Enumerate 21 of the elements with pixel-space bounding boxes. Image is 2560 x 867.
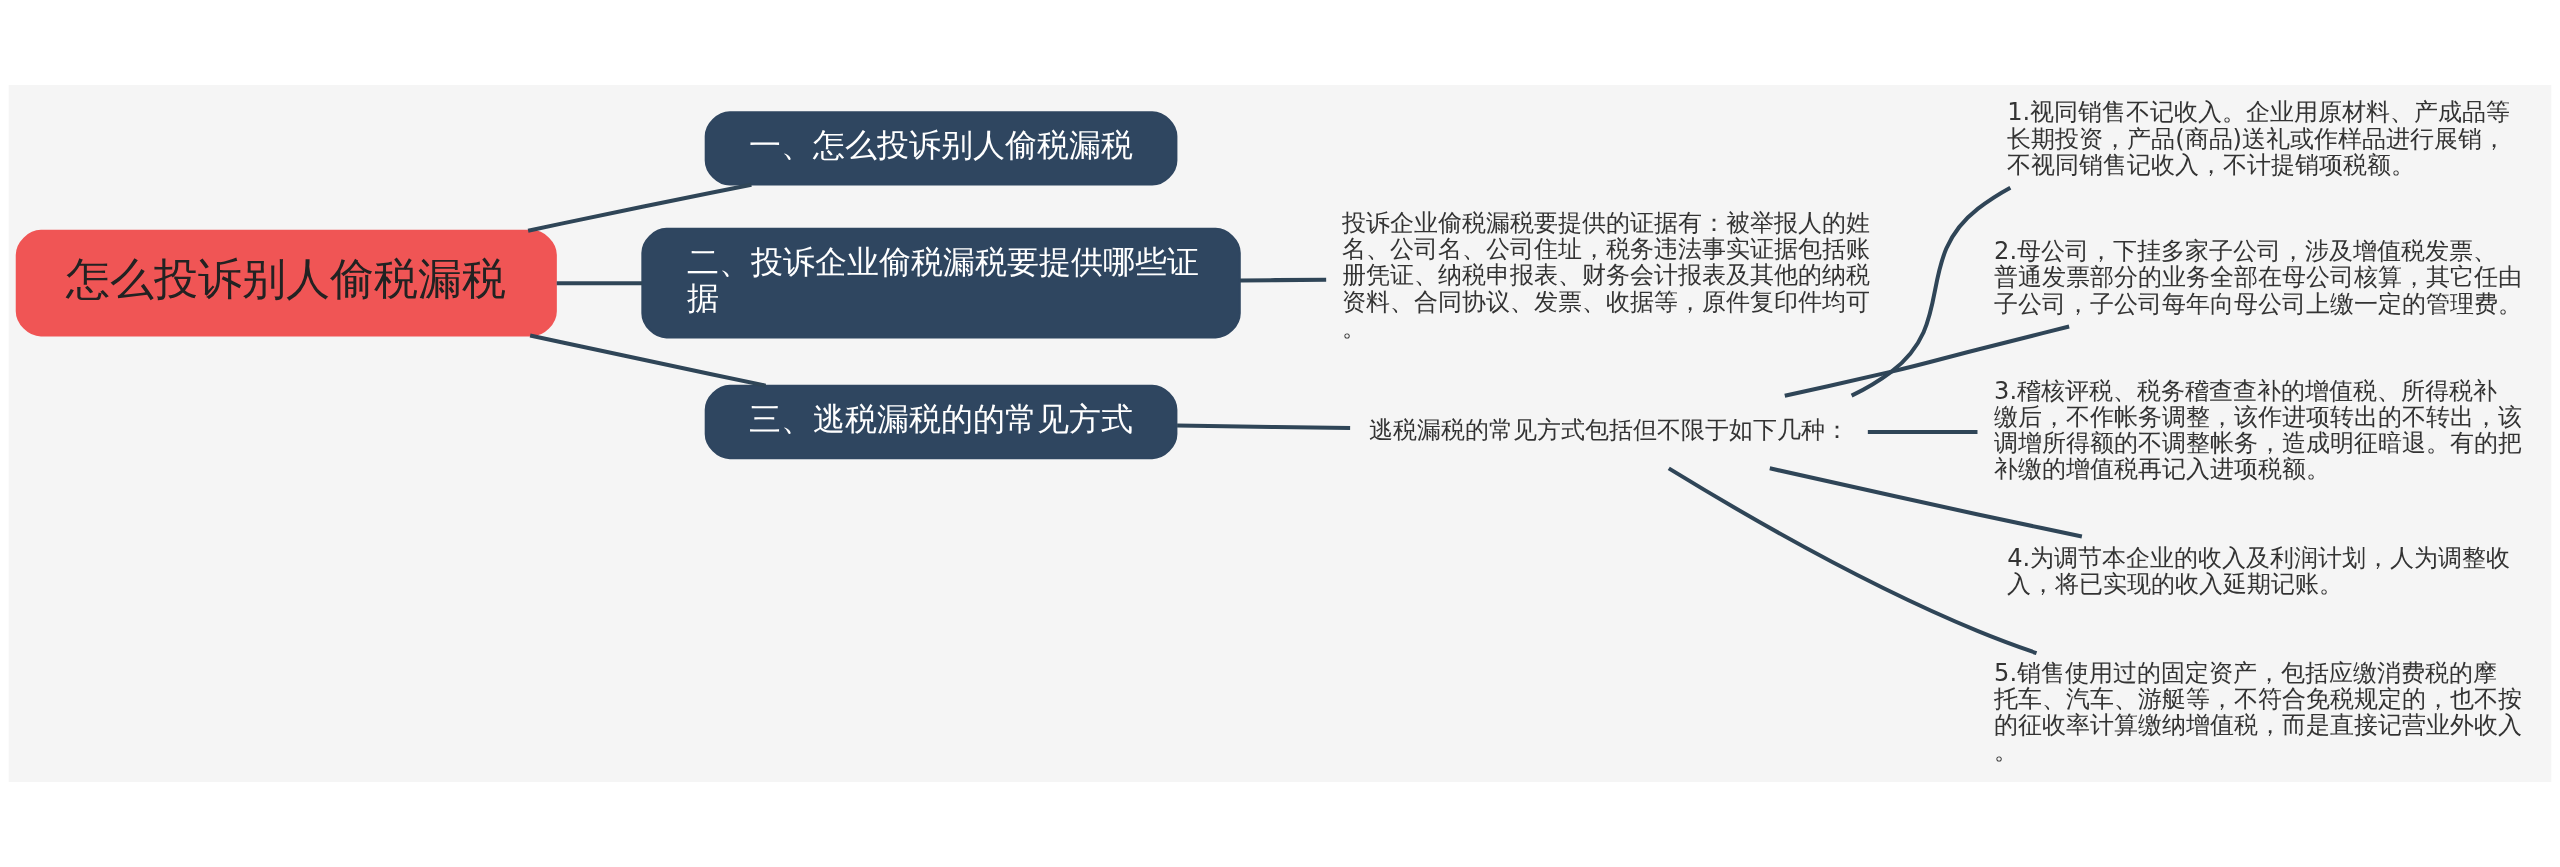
connector: [1784, 324, 2070, 398]
node-text: 5.销售使用过的固定资产，包括应缴消费税的摩托车、汽车、游艇等，不符合免税规定的，也不按的征收率计算缴纳增值税，而是直接记营业外收入。: [1994, 658, 2523, 766]
node-text: 4.为调节本企业的收入及利润计划，人为调整收入，将已实现的收入延期记账。: [2007, 543, 2511, 599]
connector: [556, 281, 643, 286]
connector: [1240, 277, 1327, 283]
connector: [1177, 423, 1351, 431]
connector: [527, 182, 752, 233]
node-box: 怎么投诉别人偷税漏税: [15, 229, 557, 337]
node-text: 逃税漏税的常见方式包括但不限于如下几种：: [1368, 416, 1849, 445]
node-text: 投诉企业偷税漏税要提供的证据有：被举报人的姓名、公司名、公司住址，税务违法事实证据包括账册凭证、纳税申报表、财务会计报表及其他的纳税资料、合同协议、发票、收据等，原件复印件均可。: [1342, 209, 1871, 342]
node-box: 三、逃税漏税的的常见方式: [704, 384, 1178, 460]
connector: [1769, 466, 2083, 539]
node-box: 一、怎么投诉别人偷税漏税: [704, 111, 1178, 186]
connector: [1867, 430, 1978, 434]
connector: [529, 333, 767, 388]
connector: [1667, 466, 2038, 655]
node-text: 2.母公司，下挂多家子公司，涉及增值税发票、普通发票部分的业务全部在母公司核算，其它任由子公司，子公司每年向母公司上缴一定的管理费。: [1994, 237, 2523, 318]
node-text: 1.视同销售不记收入。企业用原材料、产成品等长期投资，产品(商品)送礼或作样品进行展销，不视同销售记收入，不计提销项税额。: [2007, 98, 2511, 179]
node-box: 二、投诉企业偷税漏税要提供哪些证据: [641, 227, 1241, 339]
connector: [1850, 185, 2012, 398]
node-text: 3.稽核评税、税务稽查查补的增值税、所得税补缴后，不作帐务调整，该作进项转出的不转出，该调增所得额的不调整帐务，造成明征暗退。有的把补缴的增值税再记入进项税额。: [1994, 377, 2523, 484]
